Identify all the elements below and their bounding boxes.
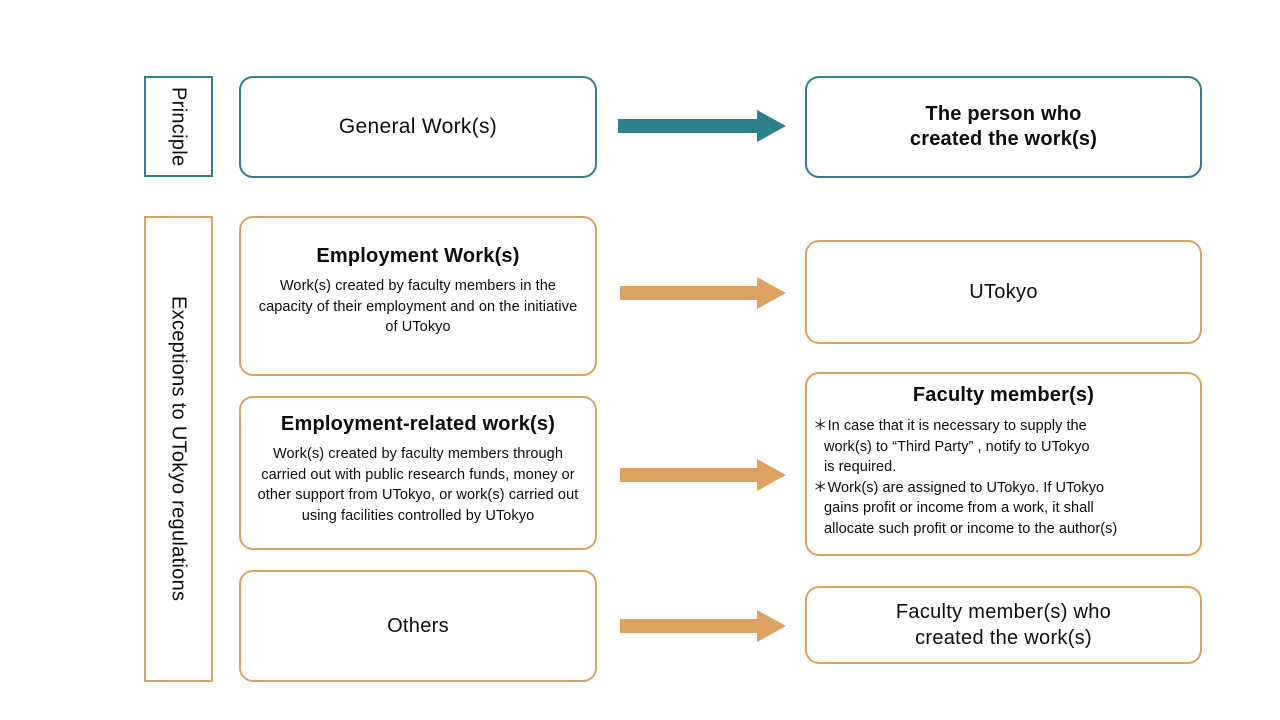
arrow-right-teal-1 [618, 108, 788, 149]
box-person-who-created-line2: created the work(s) [909, 128, 1098, 150]
note-1-line-2: work(s) to “Third Party” , notify to UTo… [824, 438, 1090, 455]
arrow-right-orange-1 [620, 276, 788, 315]
section-label-exceptions-text: Exceptions to UTokyo regulations [167, 296, 190, 602]
note-1-text-1: In case that it is necessary to supply t… [827, 418, 1087, 434]
faculty-members-note-list: ＊In case that it is necessary to supply … [807, 416, 1200, 539]
section-label-principle-text: Principle [167, 86, 190, 167]
section-label-principle: Principle [144, 76, 213, 177]
note-2-line-3: allocate such profit or income to the au… [824, 520, 1118, 537]
box-faculty-members-title: Faculty member(s) [912, 384, 1095, 406]
box-employment-related-works: Employment-related work(s) Work(s) creat… [239, 396, 597, 550]
box-general-works-title: General Work(s) [338, 114, 498, 138]
box-utokyo: UTokyo [805, 240, 1202, 344]
box-person-who-created-line1: The person who [925, 103, 1082, 125]
arrow-right-orange-2 [620, 458, 788, 497]
box-employment-works: Employment Work(s) Work(s) created by fa… [239, 216, 597, 376]
box-faculty-members-who-created-line1: Faculty member(s) who [895, 601, 1112, 623]
note-1-line-3: is required. [824, 459, 897, 476]
box-others-title: Others [387, 615, 449, 637]
note-2-marker: ＊ [813, 479, 828, 496]
box-faculty-members-who-created: Faculty member(s) who created the work(s… [805, 586, 1202, 664]
note-2-text-1: Work(s) are assigned to UTokyo. If UToky… [827, 479, 1105, 496]
box-employment-works-description: Work(s) created by faculty members in th… [258, 278, 578, 336]
box-employment-works-title: Employment Work(s) [316, 245, 520, 267]
note-1-marker: ＊ [813, 418, 828, 434]
box-person-who-created: The person who created the work(s) [805, 76, 1202, 178]
box-utokyo-title: UTokyo [969, 281, 1038, 303]
note-2-line-1: ＊Work(s) are assigned to UTokyo. If UTok… [813, 478, 1194, 499]
box-employment-related-works-description: Work(s) created by faculty members throu… [257, 446, 579, 524]
box-employment-related-works-title: Employment-related work(s) [280, 413, 556, 435]
note-1-line-1: ＊In case that it is necessary to supply … [813, 416, 1194, 437]
box-faculty-members-notes: Faculty member(s) ＊In case that it is ne… [805, 372, 1202, 556]
box-faculty-members-who-created-line2: created the work(s) [915, 627, 1092, 649]
box-general-works: General Work(s) [239, 76, 597, 178]
arrow-right-orange-3 [620, 609, 788, 648]
note-2-line-2: gains profit or income from a work, it s… [824, 500, 1094, 517]
section-label-exceptions: Exceptions to UTokyo regulations [144, 216, 213, 682]
box-others: Others [239, 570, 597, 682]
